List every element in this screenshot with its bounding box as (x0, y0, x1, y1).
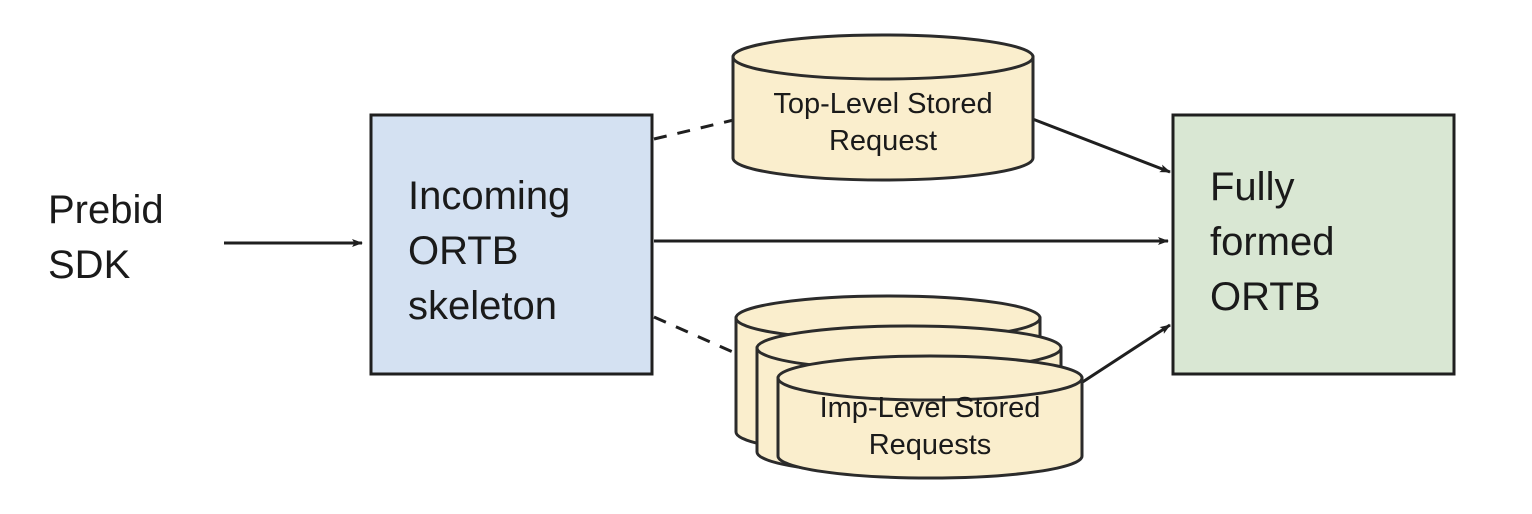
incoming-ortb-skeleton-box[interactable] (369, 113, 654, 376)
incoming-ortb-skeleton-label-line3: skeleton (408, 284, 557, 328)
edge-skeleton-to-top-level (653, 116, 743, 141)
fully-formed-ortb-label-line1: Fully (1210, 165, 1294, 209)
node-fully-formed-ortb[interactable]: Fully formed ORTB (1171, 113, 1456, 376)
edge-line-top-level-to-ortb (1029, 116, 1171, 174)
edge-line-imp-level-to-ortb (1077, 323, 1171, 387)
fully-formed-ortb-label-line2: formed (1210, 220, 1335, 264)
fully-formed-ortb-box[interactable] (1171, 113, 1456, 376)
imp-level-cylinder-front-body[interactable] (776, 376, 1084, 480)
node-top-level-stored-request[interactable]: Top-Level Stored Request (731, 33, 1035, 182)
edge-line-skeleton-to-top-level (653, 116, 743, 141)
imp-level-cylinder-front[interactable]: Imp-Level Stored Requests (776, 354, 1084, 480)
incoming-ortb-skeleton-label-line2: ORTB (408, 229, 518, 273)
top-level-label-line1: Top-Level Stored (773, 88, 992, 120)
edge-imp-level-to-ortb (1077, 323, 1171, 387)
edge-top-level-to-ortb (1029, 116, 1171, 174)
imp-level-cylinder-front-top (776, 354, 1084, 402)
top-level-cylinder-top (731, 33, 1035, 81)
node-prebid-sdk: Prebid SDK (48, 188, 164, 287)
imp-level-label-line1: Imp-Level Stored (820, 392, 1041, 424)
incoming-ortb-skeleton-label-line1: Incoming (408, 174, 570, 218)
imp-level-label-line2: Requests (869, 429, 992, 461)
node-imp-level-stored-requests[interactable]: Imp-Level Stored Requests (734, 294, 1084, 480)
prebid-sdk-label-line1: Prebid (48, 188, 164, 232)
fully-formed-ortb-label-line3: ORTB (1210, 275, 1320, 319)
prebid-sdk-label-line2: SDK (48, 243, 131, 287)
edge-line-skeleton-to-imp-level (653, 315, 745, 359)
top-level-cylinder-body[interactable] (731, 55, 1035, 182)
top-level-label-line2: Request (829, 125, 937, 157)
node-incoming-ortb-skeleton[interactable]: Incoming ORTB skeleton (369, 113, 654, 376)
edge-skeleton-to-imp-level (653, 315, 745, 359)
